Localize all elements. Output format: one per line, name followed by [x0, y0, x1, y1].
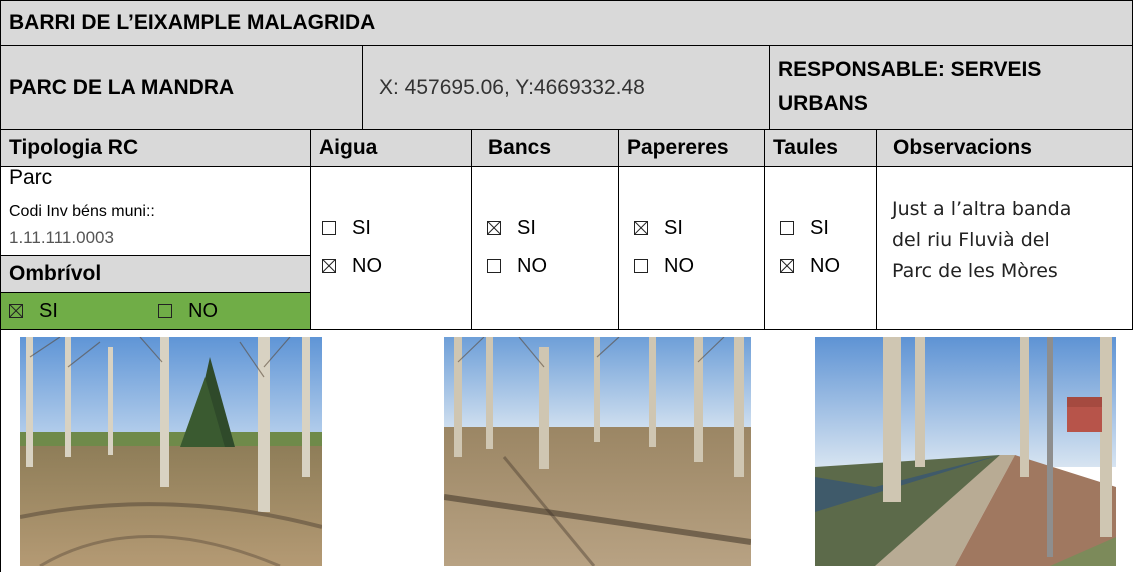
empty-box-icon [487, 259, 501, 273]
code-label: Codi Inv béns muni:: [9, 203, 155, 220]
empty-box-icon [322, 221, 336, 235]
grid-line [471, 129, 472, 330]
grid-line [0, 292, 311, 293]
col-header-observacions: Observacions [877, 130, 1132, 166]
bancs-no-label: NO [517, 255, 547, 277]
empty-box-icon [634, 259, 648, 273]
grid-line [0, 0, 1133, 1]
empty-box-icon [158, 304, 172, 318]
aigua-no-label: NO [352, 255, 382, 277]
park-name-cell: PARC DE LA MANDRA [1, 46, 362, 129]
taules-no-label: NO [810, 255, 840, 277]
col-header-tipologia-label: Tipologia RC [9, 136, 139, 159]
grid-line [0, 0, 1, 572]
col-header-bancs: Bancs [472, 130, 618, 166]
checked-box-icon [634, 221, 648, 235]
taules-si-label: SI [810, 217, 829, 239]
grid-line [0, 129, 1133, 130]
grid-line [0, 255, 311, 256]
bancs-si-option[interactable]: SI [487, 218, 536, 238]
col-header-taules: Taules [765, 130, 876, 166]
shade-label: Ombrívol [9, 262, 102, 285]
col-header-papereres: Papereres [619, 130, 764, 166]
park-trees-photo [20, 337, 322, 566]
taules-no-option[interactable]: NO [780, 256, 840, 276]
grid-line [310, 129, 311, 330]
shade-no-label: NO [188, 300, 218, 322]
papereres-si-label: SI [664, 217, 683, 239]
col-header-taules-label: Taules [773, 136, 838, 159]
col-header-observacions-label: Observacions [893, 136, 1032, 159]
observacions-line1: Just a l’altra banda [892, 198, 1072, 220]
checked-box-icon [780, 259, 794, 273]
col-header-papereres-label: Papereres [627, 136, 729, 159]
col-header-aigua-label: Aigua [319, 136, 378, 159]
shade-si-label: SI [39, 300, 58, 322]
shade-no-option[interactable]: NO [158, 301, 218, 321]
observacions-line2: del riu Fluvià del [892, 229, 1050, 251]
coordinates: X: 457695.06, Y:4669332.48 [379, 75, 645, 99]
park-name: PARC DE LA MANDRA [9, 75, 235, 99]
grid-line [876, 129, 877, 330]
aigua-no-option[interactable]: NO [322, 256, 382, 276]
checked-box-icon [487, 221, 501, 235]
barri-title: BARRI DE L’EIXAMPLE MALAGRIDA [9, 11, 376, 34]
coordinates-cell: X: 457695.06, Y:4669332.48 [363, 46, 769, 129]
grid-line [618, 129, 619, 330]
grid-line [0, 166, 1133, 167]
responsible-line2: URBANS [778, 92, 868, 115]
taules-si-option[interactable]: SI [780, 218, 829, 238]
observacions-line3: Parc de les Mòres [892, 260, 1058, 282]
bancs-si-label: SI [517, 217, 536, 239]
papereres-no-label: NO [664, 255, 694, 277]
papereres-si-option[interactable]: SI [634, 218, 683, 238]
aigua-si-option[interactable]: SI [322, 218, 371, 238]
checked-box-icon [9, 304, 23, 318]
barri-title-cell: BARRI DE L’EIXAMPLE MALAGRIDA [1, 1, 1132, 45]
shade-si-option[interactable]: SI [9, 301, 58, 321]
responsible-line1: RESPONSABLE: SERVEIS [778, 58, 1042, 81]
col-header-tipologia: Tipologia RC [1, 130, 310, 166]
tipologia-type: Parc [9, 166, 53, 189]
responsible-cell: RESPONSABLE: SERVEIS URBANS [770, 46, 1132, 129]
grid-line [0, 329, 1133, 330]
col-header-aigua: Aigua [311, 130, 471, 166]
park-ground-photo [444, 337, 751, 566]
observacions-text: Just a l’altra banda del riu Fluvià del … [892, 194, 1071, 287]
checked-box-icon [322, 259, 336, 273]
grid-line [764, 129, 765, 330]
aigua-si-label: SI [352, 217, 371, 239]
grid-line [0, 45, 1133, 46]
bancs-no-option[interactable]: NO [487, 256, 547, 276]
shade-value-cell: SI NO [1, 293, 310, 329]
empty-box-icon [780, 221, 794, 235]
code-value: 1.11.111.0003 [9, 228, 114, 247]
riverside-path-photo [815, 337, 1116, 566]
papereres-no-option[interactable]: NO [634, 256, 694, 276]
shade-label-cell: Ombrívol [1, 256, 310, 292]
grid-line [769, 45, 770, 130]
col-header-bancs-label: Bancs [488, 136, 552, 159]
grid-line [362, 45, 363, 130]
